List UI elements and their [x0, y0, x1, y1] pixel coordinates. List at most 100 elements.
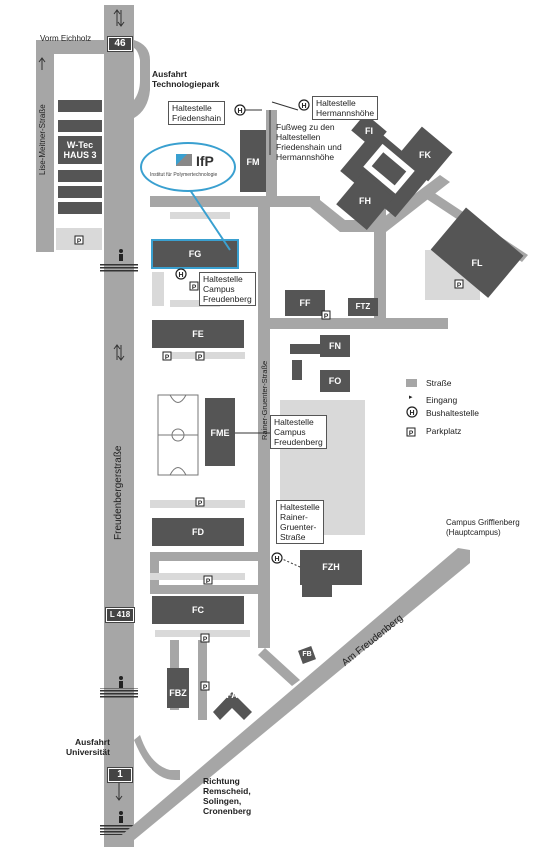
parking-strip-2 [170, 300, 220, 307]
legend-eingang-icon: ▸ [409, 394, 413, 401]
building-wtec-b [58, 120, 102, 132]
label-fi: FI [365, 126, 373, 136]
label-fn: FN [329, 341, 341, 351]
building-fl [430, 207, 524, 298]
label-fme: FME [210, 428, 230, 438]
svg-text:P: P [203, 684, 208, 691]
building-fi [351, 113, 387, 149]
fussweg-note: Fußweg zu den Haltestellen Friedenshain … [276, 122, 342, 162]
ausfahrt-universitaet-label: Ausfahrt Universität [66, 737, 110, 757]
exit-number-north: 46 [107, 36, 133, 52]
ifp-logo[interactable] [140, 142, 236, 192]
building-wtec-e [58, 202, 102, 214]
road-upper-horizontal [150, 196, 320, 207]
pedestrian-icons [119, 249, 123, 823]
stop-hermannshoehe[interactable]: Haltestelle Hermannshöhe [312, 96, 379, 120]
road-mid-horizontal [258, 318, 448, 329]
road-upper-right [380, 175, 450, 232]
ausfahrt-technologiepark-label: Ausfahrt Technologiepark [152, 69, 220, 89]
svg-text:H: H [409, 410, 414, 417]
building-fzh [300, 550, 362, 585]
svg-text:P: P [198, 500, 203, 507]
vorm-eichholz-label: Vorm Eichholz [40, 34, 92, 43]
road-rainer-gruenter [258, 196, 270, 648]
building-fn-wing [290, 344, 322, 354]
label-ff: FF [299, 298, 311, 308]
street-rainer-gruenter: Rainer-Gruenter-Straße [260, 360, 269, 440]
building-fd [152, 518, 244, 546]
building-fbz [167, 668, 189, 708]
richtung-label: Richtung Remscheid, Solingen, Cronenberg [203, 776, 252, 816]
legend-road-swatch [406, 379, 417, 387]
label-ftz: FTZ [355, 302, 371, 311]
svg-text:P: P [324, 313, 329, 320]
ifp-logo-name: IfP [196, 153, 214, 169]
building-ftz [348, 298, 378, 316]
stop-friedenshain[interactable]: Haltestelle Friedenshain [168, 101, 226, 125]
svg-text:P: P [192, 284, 197, 291]
building-fk [397, 126, 453, 182]
label-fk: FK [419, 150, 431, 160]
road-fb-fa [198, 640, 207, 720]
logo-leader [189, 189, 231, 251]
building-wtec-main [58, 136, 102, 164]
exit-number-south: 1 [107, 767, 133, 783]
building-ff [285, 290, 325, 316]
ramp-technologiepark [134, 40, 150, 118]
building-fb [298, 646, 316, 664]
crosswalk-top [100, 263, 138, 273]
road-number-shield: L 418 [105, 607, 135, 623]
label-fd: FD [192, 527, 204, 537]
building-fc [152, 596, 244, 624]
label-fg: FG [188, 249, 202, 259]
building-wtec-a [58, 100, 102, 112]
parking-strip-1 [170, 212, 230, 219]
label-fm: FM [246, 157, 260, 167]
svg-text:H: H [274, 556, 279, 563]
label-fl: FL [471, 258, 483, 268]
building-fm [240, 130, 266, 192]
crosswalk-bottom [100, 825, 138, 835]
legend-bus: Bushaltestelle [426, 408, 479, 418]
road-lower-loop [150, 552, 260, 561]
ifp-logo-icon [176, 154, 192, 166]
svg-text:P: P [77, 238, 82, 245]
road-lise-meitner [36, 52, 54, 252]
parking-fe-left [152, 272, 164, 306]
basketball-court [157, 394, 199, 476]
parking-strip-5 [150, 573, 245, 580]
stop-campus-freudenberg-1[interactable]: Haltestelle Campus Freudenberg [199, 272, 256, 306]
legend-strasse: Straße [426, 378, 452, 388]
campus-grifflenberg-label: Campus Grifflenberg (Hauptcampus) [446, 518, 520, 537]
svg-text:P: P [198, 354, 203, 361]
label-wtec: W-Tec HAUS 3 [63, 140, 97, 160]
building-fg [151, 239, 239, 269]
building-fe [152, 320, 244, 348]
road-am-freudenberg [110, 548, 470, 845]
stop-campus-freudenberg-2[interactable]: Haltestelle Campus Freudenberg [270, 415, 327, 449]
label-fbz: FBZ [169, 688, 187, 698]
svg-text:P: P [203, 636, 208, 643]
parking-icons [74, 235, 464, 691]
road-to-fm [266, 110, 277, 200]
street-lise-meitner: Lise-Meitner-Straße [38, 104, 47, 175]
stop-rainer-gruenter[interactable]: Haltestelle Rainer- Gruenter- Straße [276, 500, 324, 544]
direction-arrows [38, 9, 125, 801]
building-fa [213, 692, 252, 720]
svg-text:P: P [457, 282, 462, 289]
building-wtec-c [58, 170, 102, 182]
label-fb: FB [302, 651, 312, 658]
building-fme [205, 398, 235, 466]
building-fh [336, 172, 394, 230]
building-fo [320, 370, 350, 392]
label-fo: FO [328, 376, 342, 386]
svg-text:H: H [178, 272, 183, 279]
road-fb-diagonal [258, 648, 300, 686]
ifp-logo-subtitle: Institut für Polymertechnologie [150, 172, 218, 178]
label-fc: FC [192, 605, 204, 615]
ramp-universitaet [134, 735, 180, 780]
label-fe: FE [192, 329, 204, 339]
street-freudenberger: Freudenbergerstraße [113, 445, 124, 541]
